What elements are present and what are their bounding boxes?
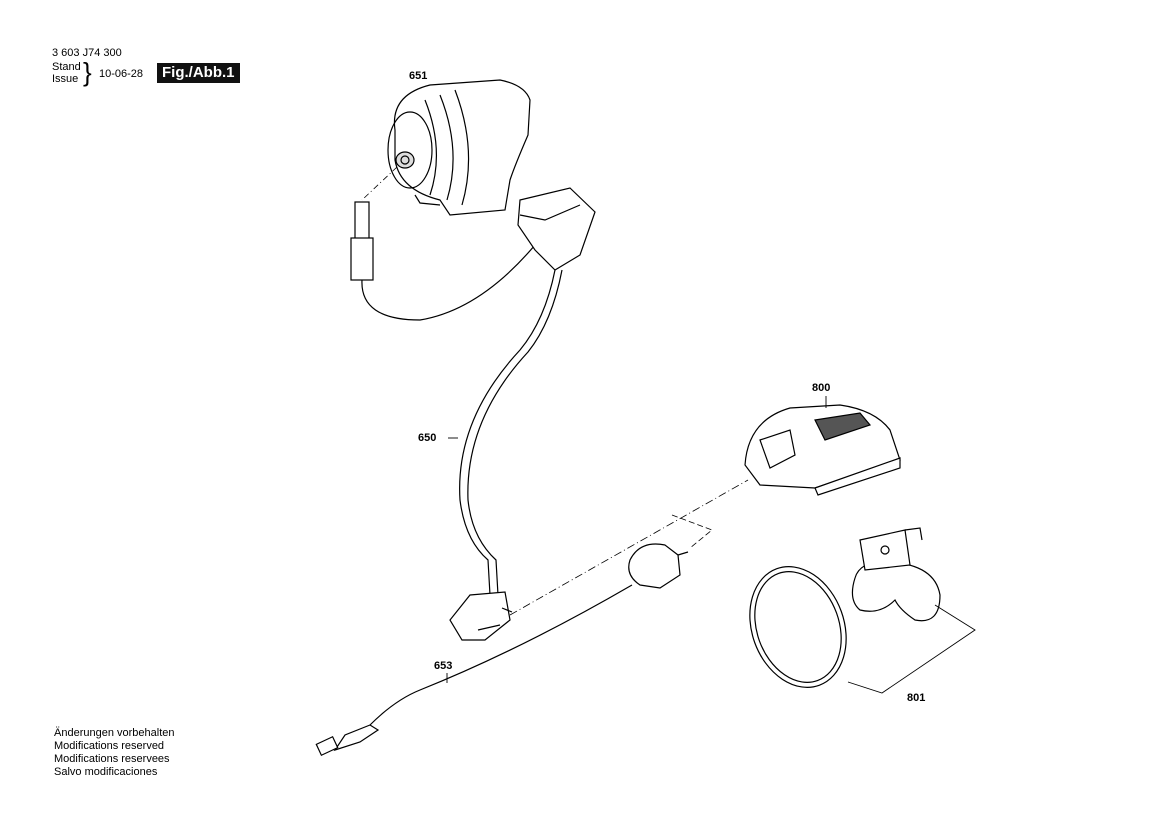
issue-label: Issue bbox=[52, 73, 79, 85]
footer-note-en: Modifications reserved bbox=[54, 740, 165, 752]
footer-note-es: Salvo modificaciones bbox=[54, 766, 158, 778]
part-651-head-drawing bbox=[387, 79, 531, 216]
footer-note-fr: Modifications reservees bbox=[54, 753, 170, 765]
footer-note-de: Änderungen vorbehalten bbox=[54, 727, 175, 739]
brace-icon: } bbox=[83, 57, 92, 87]
part-653-cable-drawing bbox=[315, 543, 689, 757]
part-label-651: 651 bbox=[409, 70, 428, 82]
stand-label: Stand bbox=[52, 61, 81, 73]
part-label-650: 650 bbox=[418, 432, 437, 444]
part-800-housing-drawing bbox=[744, 404, 901, 496]
issue-date: 10-06-28 bbox=[99, 68, 144, 80]
part-801-ring-clamp-drawing bbox=[749, 527, 941, 688]
figure-label: Fig./Abb.1 bbox=[157, 63, 240, 83]
part-label-653: 653 bbox=[434, 660, 453, 672]
part-label-800: 800 bbox=[812, 382, 831, 394]
part-650-cable-drawing bbox=[350, 187, 596, 641]
document-number: 3 603 J74 300 bbox=[52, 47, 122, 59]
part-label-801: 801 bbox=[907, 692, 926, 704]
